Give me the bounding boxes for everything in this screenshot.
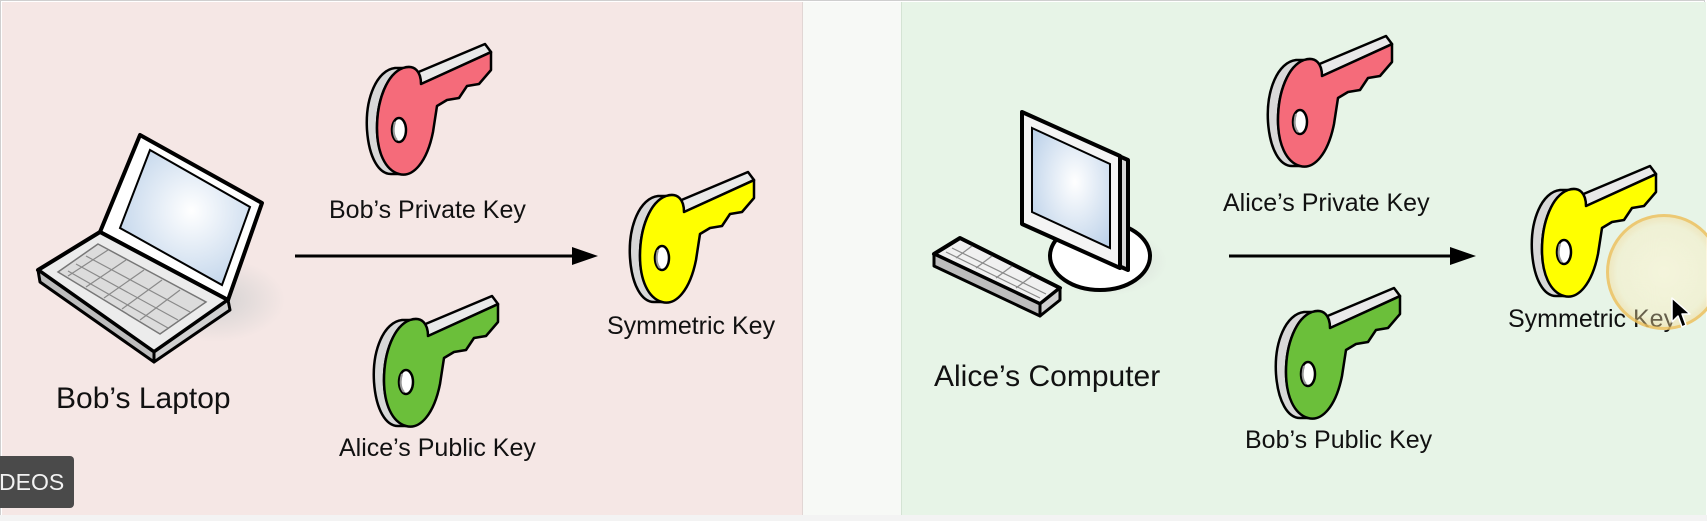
arrow-left-panel [295, 247, 598, 265]
bob-public-key-label: Bob’s Public Key [1245, 426, 1433, 454]
alice-public-key-icon [372, 294, 500, 428]
bob-public-key-icon [1274, 286, 1402, 420]
video-badge-text: DEOS [0, 469, 65, 495]
bob-private-key-label: Bob’s Private Key [329, 196, 526, 224]
alice-computer-label: Alice’s Computer [934, 360, 1161, 393]
laptop-icon [36, 133, 285, 364]
bob-private-key-icon [365, 42, 493, 176]
alice-private-key-label: Alice’s Private Key [1223, 189, 1430, 217]
desktop-computer-icon [932, 110, 1167, 318]
alice-private-key-icon [1266, 34, 1394, 168]
cursor-highlight [1606, 214, 1707, 330]
mouse-pointer-icon [1671, 297, 1691, 328]
panel-gap [803, 2, 901, 515]
bob-laptop-label: Bob’s Laptop [56, 382, 231, 415]
bottom-strip [0, 515, 1707, 521]
symmetric-key-icon-left [628, 170, 756, 304]
arrow-right-panel [1229, 247, 1476, 265]
alice-public-key-label: Alice’s Public Key [339, 434, 536, 462]
symmetric-key-label-left: Symmetric Key [607, 312, 776, 340]
video-badge[interactable]: DEOS [0, 456, 74, 508]
